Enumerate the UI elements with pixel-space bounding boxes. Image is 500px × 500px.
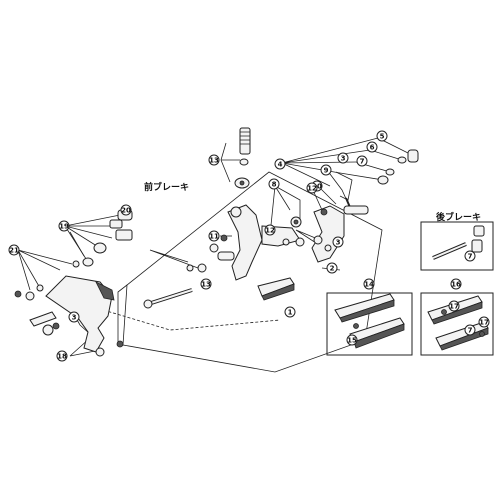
rear-brake-box [420, 221, 494, 271]
callout-7-rear: 7 [464, 324, 476, 336]
svg-text:9: 9 [324, 167, 329, 175]
callout-13-top: 13 [208, 154, 220, 166]
left-upper-hardware-parts [72, 209, 133, 268]
callout-8: 8 [268, 178, 280, 190]
callout-3-left: 3 [68, 311, 80, 323]
svg-text:19: 19 [59, 223, 69, 231]
svg-text:14: 14 [364, 281, 374, 289]
right-arm-part [282, 171, 369, 263]
callout-7-rearbox: 7 [464, 250, 476, 262]
svg-text:17: 17 [449, 303, 459, 311]
svg-text:17: 17 [479, 319, 489, 327]
svg-text:4: 4 [278, 161, 283, 169]
callout-3-right: 3 [332, 236, 344, 248]
svg-text:2: 2 [330, 265, 335, 273]
callout-13-center: 13 [200, 278, 212, 290]
callout-15: 15 [346, 334, 358, 346]
callout-9: 9 [320, 164, 332, 176]
callout-17-a: 17 [448, 300, 460, 312]
svg-text:8: 8 [272, 181, 277, 189]
left-caliper-part [14, 275, 124, 357]
shoe-box-front [326, 292, 413, 356]
svg-text:18: 18 [57, 353, 67, 361]
svg-text:1: 1 [288, 309, 293, 317]
svg-text:15: 15 [347, 337, 357, 345]
callout-19: 19 [58, 220, 70, 232]
rear-brake-label: 後ブレーキ [436, 213, 482, 223]
rear-mount-bolt-part [432, 225, 485, 260]
brake-pad-center-part [257, 277, 295, 301]
svg-text:12: 12 [307, 185, 317, 193]
front-brake-label: 前ブレーキ [144, 183, 190, 193]
callout-16: 16 [450, 278, 462, 290]
svg-text:3: 3 [341, 155, 346, 163]
svg-text:6: 6 [370, 144, 375, 152]
callout-1: 1 [284, 306, 296, 318]
callout-14: 14 [363, 278, 375, 290]
svg-text:13: 13 [201, 281, 211, 289]
callout-12-b: 12 [306, 182, 318, 194]
callout-3-upper: 3 [337, 152, 349, 164]
center-bolt-part [143, 288, 193, 309]
svg-text:21: 21 [9, 247, 19, 255]
callout-6: 6 [366, 141, 378, 153]
callout-18: 18 [56, 350, 68, 362]
mounting-nut-parts [377, 149, 419, 185]
svg-text:7: 7 [468, 253, 473, 261]
svg-text:7: 7 [468, 327, 473, 335]
svg-text:11: 11 [209, 233, 219, 241]
callout-markers: 1 2 3 3 3 4 5 6 7 7 7 8 9 10 11 12 12 13… [8, 130, 490, 362]
svg-text:12: 12 [265, 227, 275, 235]
callout-11: 11 [208, 230, 220, 242]
callout-2: 2 [326, 262, 338, 274]
svg-text:13: 13 [209, 157, 219, 165]
svg-text:3: 3 [336, 239, 341, 247]
svg-text:5: 5 [380, 133, 385, 141]
brake-shoe-set-14 [334, 293, 405, 349]
callout-4: 4 [274, 158, 286, 170]
callout-17-b: 17 [478, 316, 490, 328]
callout-5: 5 [376, 130, 388, 142]
callout-12-a: 12 [264, 224, 276, 236]
adjuster-barrel-part [234, 127, 251, 189]
callout-21: 21 [8, 244, 20, 256]
svg-text:20: 20 [121, 207, 131, 215]
shoe-box-rear [420, 292, 494, 356]
svg-text:3: 3 [72, 314, 77, 322]
callout-20: 20 [120, 204, 132, 216]
svg-text:16: 16 [451, 281, 461, 289]
svg-text:7: 7 [360, 158, 365, 166]
callout-7-top: 7 [356, 155, 368, 167]
